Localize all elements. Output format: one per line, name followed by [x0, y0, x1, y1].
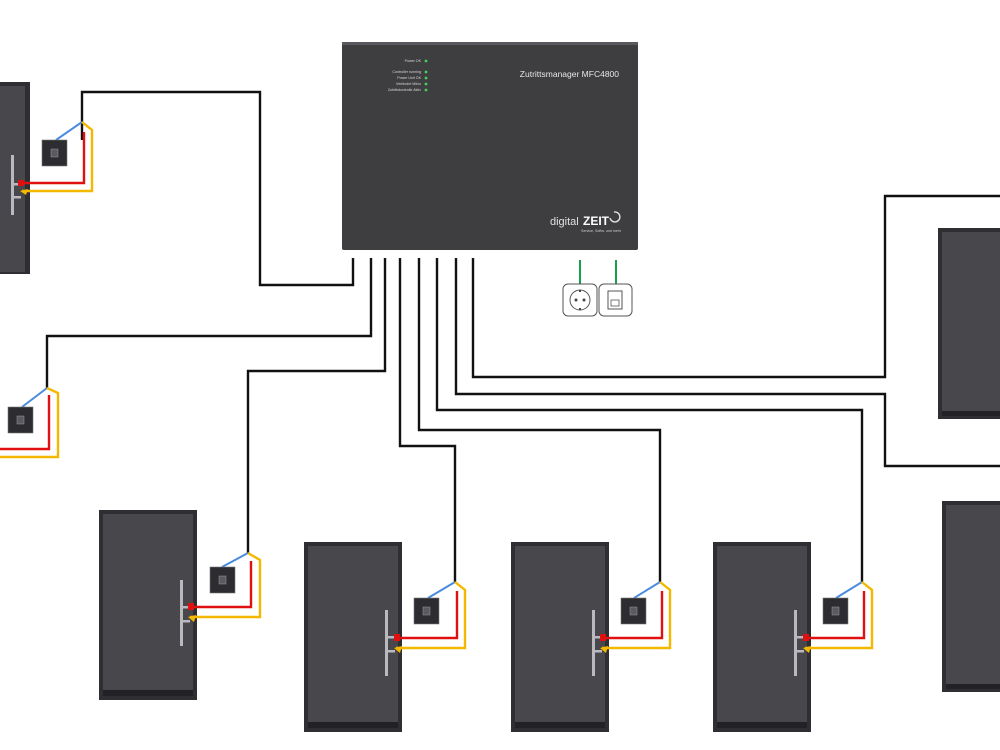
led-label: Power Unit OK	[397, 76, 421, 80]
controller-title: Zutrittsmanager MFC4800	[520, 69, 619, 79]
card-reader[interactable]	[803, 581, 874, 653]
door-right-bottom[interactable]	[942, 501, 1000, 692]
brand-logo: digital ZEIT Service, Softw. und mehr	[550, 211, 622, 233]
data-wire-door-bottom-1	[246, 258, 387, 553]
door-right-top[interactable]	[938, 228, 1000, 419]
lock-contact	[188, 615, 196, 622]
lock-contact	[803, 646, 811, 653]
controller-box[interactable]: Zutrittsmanager MFC4800 Power OK Control…	[342, 42, 638, 250]
lock-contact	[600, 634, 606, 641]
status-led-list: Power OK Controller running Power Unit O…	[388, 59, 428, 92]
power-section	[562, 260, 633, 317]
led-indicator	[424, 82, 428, 86]
light-switch-icon[interactable]	[598, 283, 633, 317]
card-reader[interactable]	[0, 386, 60, 459]
brand-word: digital	[550, 216, 579, 228]
lock-contact	[394, 634, 400, 641]
led-indicator	[424, 59, 428, 63]
data-wire-door-bottom-3	[417, 258, 662, 582]
data-wire-door-bottom-4	[435, 258, 864, 582]
door-bottom-3[interactable]	[511, 542, 609, 732]
data-wire-door-left-top	[80, 90, 355, 287]
data-wire-door-bottom-2	[398, 258, 457, 582]
lock-contact	[394, 646, 402, 653]
card-reader[interactable]	[18, 121, 94, 195]
door-bottom-1[interactable]	[99, 510, 197, 700]
led-indicator	[424, 76, 428, 80]
lock-contact	[803, 634, 809, 641]
door-bottom-2[interactable]	[304, 542, 402, 732]
lock-contact	[18, 180, 24, 186]
brand-name: ZEIT	[583, 214, 610, 228]
led-label: Zutrittskontrolle Aktiv	[388, 88, 421, 92]
card-reader[interactable]	[394, 581, 467, 653]
led-label: Power OK	[405, 59, 422, 63]
door-bottom-4[interactable]	[713, 542, 811, 732]
data-wires	[45, 90, 1000, 582]
led-label: Verbindet Mikro	[396, 82, 421, 86]
lock-contact	[188, 603, 194, 610]
card-reader[interactable]	[600, 581, 672, 653]
led-indicator	[424, 88, 428, 92]
brand-tagline: Service, Softw. und mehr	[581, 229, 622, 233]
card-reader[interactable]	[188, 551, 262, 622]
lock-contact	[20, 189, 28, 195]
data-wire-door-right-top	[471, 194, 1000, 379]
led-label: Controller running	[392, 70, 421, 74]
data-wire-door-left-middle	[45, 258, 373, 388]
power-socket-icon[interactable]	[562, 283, 598, 317]
led-indicator	[424, 70, 428, 74]
brand-swoosh-icon	[609, 211, 621, 223]
lock-contact	[600, 646, 608, 653]
data-wire-door-right-bottom	[454, 258, 1000, 468]
door-left-top[interactable]	[0, 82, 30, 274]
